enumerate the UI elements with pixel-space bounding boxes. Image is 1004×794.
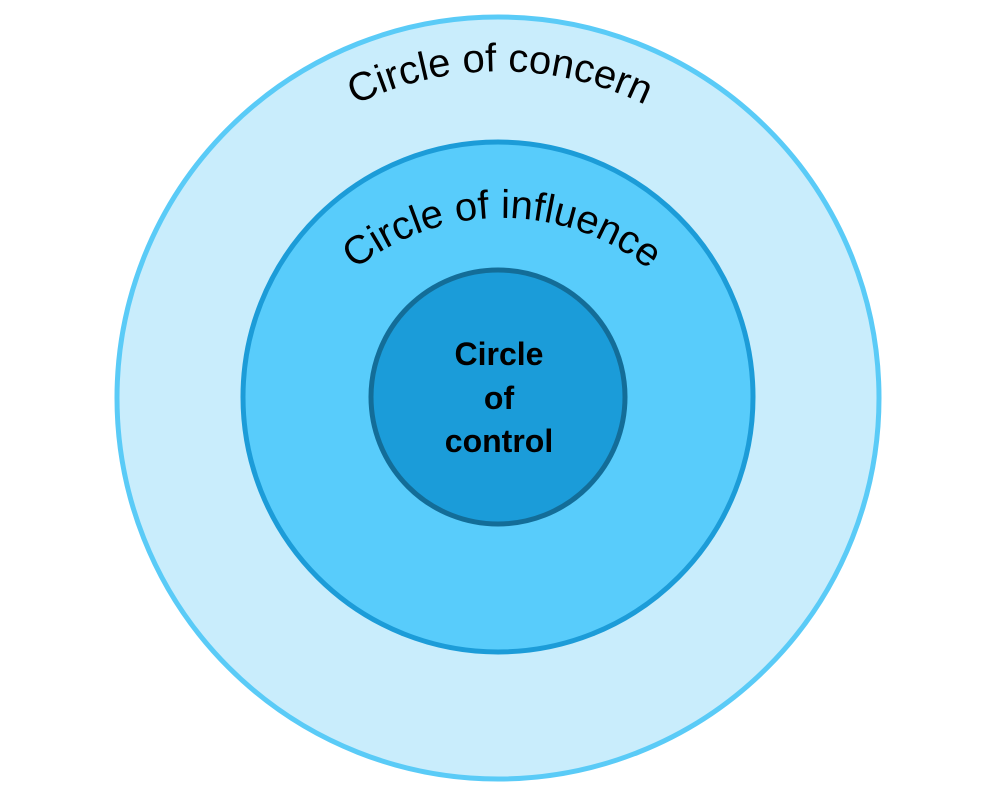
- circle-of-control-label-line-1: Circle: [455, 336, 544, 372]
- circle-of-control: [368, 267, 628, 527]
- circle-of-control-label-line-3: control: [445, 423, 553, 459]
- circle-of-control-label-line-2: of: [484, 380, 515, 416]
